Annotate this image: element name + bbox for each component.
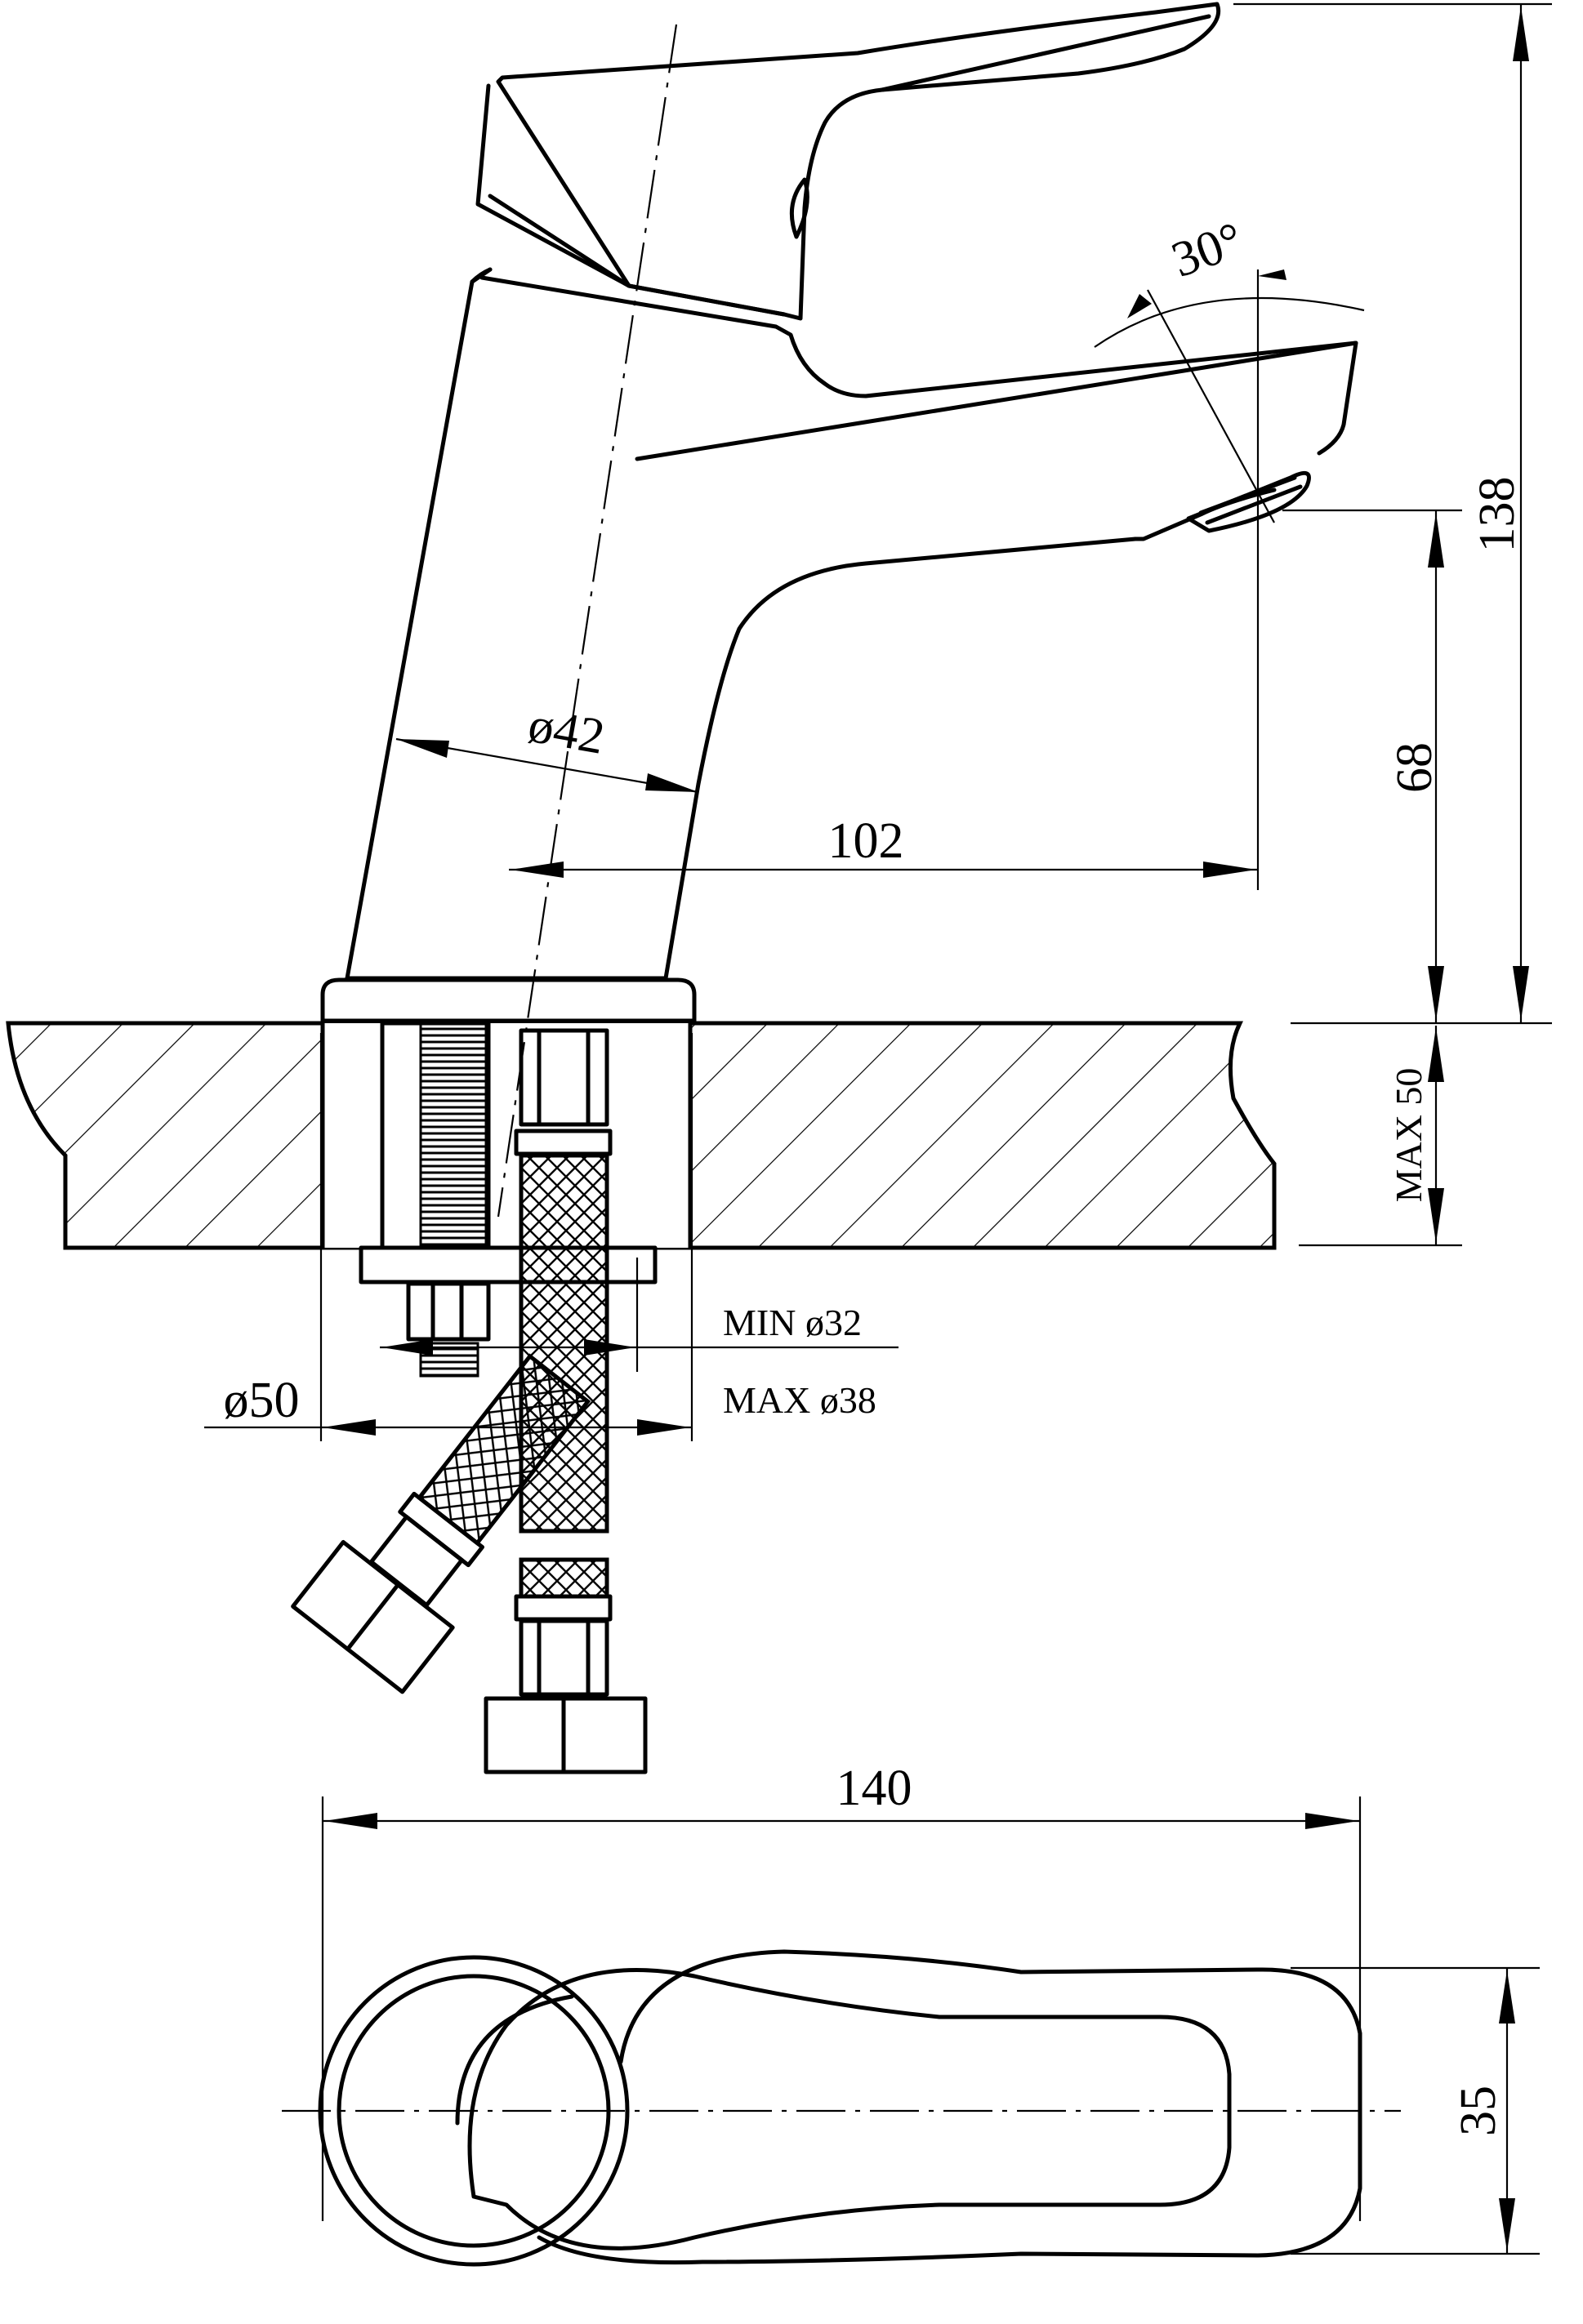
label-spout-height: 68 — [1387, 742, 1443, 793]
fixing-plate — [359, 1021, 658, 1378]
label-height-total: 138 — [1469, 477, 1525, 553]
base-flange — [320, 977, 697, 1023]
dimension-lines — [204, 2, 1552, 2255]
label-base-diameter: ø50 — [224, 1373, 300, 1428]
label-reach: 102 — [828, 813, 904, 869]
side-view — [6, 2, 1358, 1774]
countertop-section — [6, 1021, 1277, 1250]
top-view — [282, 1949, 1401, 2267]
label-length: 140 — [836, 1761, 912, 1816]
label-countertop-max: MAX 50 — [1388, 1068, 1429, 1203]
label-hole-min: MIN ø32 — [723, 1302, 862, 1343]
label-width: 35 — [1451, 2086, 1506, 2136]
label-body-diameter: ø42 — [524, 697, 609, 765]
lever-handle — [475, 2, 1220, 321]
aerator — [1186, 470, 1311, 533]
label-swivel-angle: 30° — [1165, 211, 1251, 288]
label-hole-max: MAX ø38 — [723, 1379, 876, 1421]
body-centerline — [497, 24, 678, 1218]
labels: 138 68 102 ø42 30° MAX 50 ø50 MIN ø32 MA… — [224, 211, 1526, 2136]
faucet-body — [345, 267, 1358, 981]
